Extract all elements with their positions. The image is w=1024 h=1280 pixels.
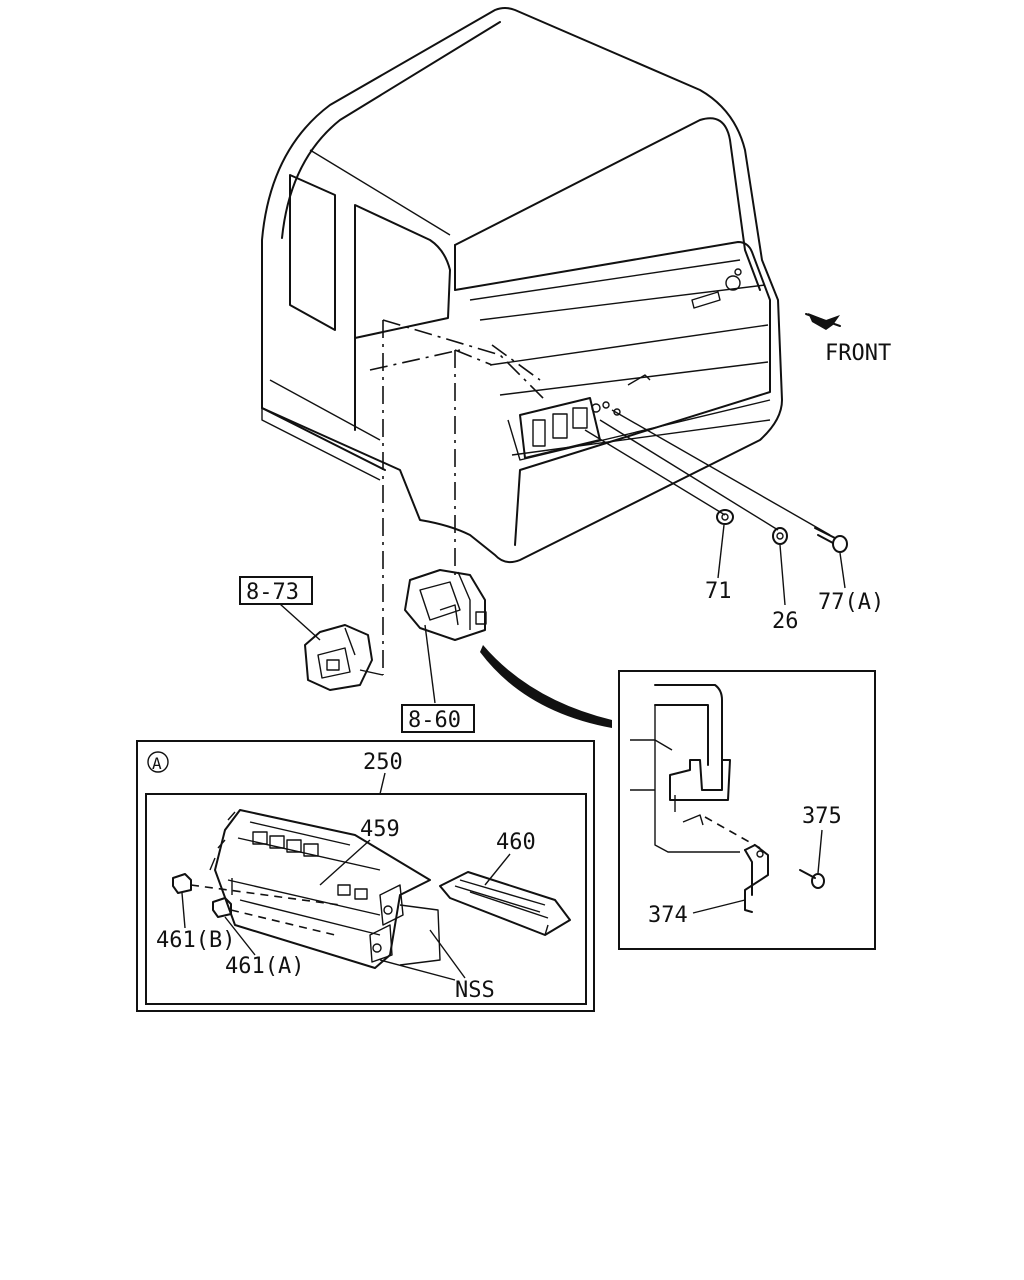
section-marker-icon	[147, 751, 169, 773]
callout-461a: 461(A)	[225, 954, 304, 979]
washer-26-icon	[772, 527, 788, 545]
section-marker: A	[152, 754, 162, 773]
front-label: FRONT	[825, 341, 891, 366]
callout-26: 26	[772, 609, 799, 634]
heater-unit-873	[304, 624, 384, 691]
callout-460: 460	[496, 830, 536, 855]
ref-873-box	[239, 576, 313, 605]
knob-461a	[212, 897, 232, 918]
callout-461b: 461(B)	[156, 928, 235, 953]
callout-459: 459	[360, 817, 400, 842]
callout-873: 8-73	[246, 580, 299, 605]
callout-77a: 77(A)	[818, 590, 884, 615]
heater-unit-860	[404, 569, 487, 641]
control-panel-459	[209, 809, 441, 969]
front-arrow-icon	[805, 313, 841, 330]
knob-461b	[172, 873, 192, 894]
bracket-detail	[630, 684, 825, 913]
bracket-detail-box	[618, 670, 876, 950]
nut-71-icon	[716, 509, 734, 525]
callout-250: 250	[363, 750, 403, 775]
callout-860: 8-60	[408, 708, 461, 733]
controller-460	[439, 871, 571, 936]
callout-375: 375	[802, 804, 842, 829]
callout-374: 374	[648, 903, 688, 928]
detail-leader	[480, 645, 612, 728]
ref-860-box	[401, 704, 475, 733]
callout-71: 71	[705, 579, 732, 604]
callout-nss: NSS	[455, 978, 495, 1003]
bolt-77a-icon	[814, 527, 848, 553]
truck-cab	[261, 7, 783, 564]
